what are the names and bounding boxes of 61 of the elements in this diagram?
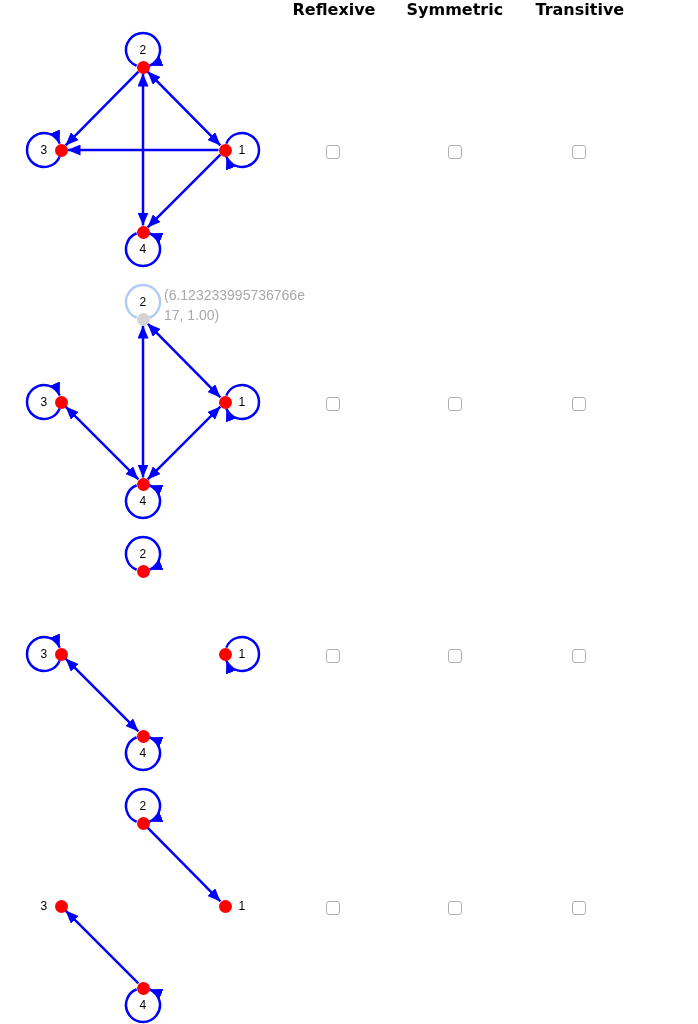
arrow xyxy=(146,826,222,903)
loop-arrow xyxy=(225,131,261,171)
vertex-label: 1 xyxy=(238,395,246,409)
vertex-dot xyxy=(218,143,232,157)
vertex-label: 4 xyxy=(139,746,147,760)
column-header: Symmetric xyxy=(406,0,504,19)
double-arrow xyxy=(64,657,140,733)
loop-arrow xyxy=(25,129,61,169)
loop xyxy=(124,283,162,319)
double-arrow xyxy=(137,325,149,478)
vertex-dot xyxy=(136,312,150,326)
loop-arrow xyxy=(124,232,164,268)
loop-arrow xyxy=(225,635,261,675)
vertex-dot xyxy=(136,225,150,239)
vertex-dot xyxy=(54,395,68,409)
vertex-label: 2 xyxy=(139,43,147,57)
vertex-label: 2 xyxy=(139,295,147,309)
vertex-dot xyxy=(54,647,68,661)
double-arrow xyxy=(146,70,222,147)
double-arrow xyxy=(146,405,222,481)
vertex-dot xyxy=(218,647,232,661)
double-arrow xyxy=(146,322,222,399)
coordinate-text: (6.123233995736766e 17, 1.00) xyxy=(164,286,306,325)
loop-arrow xyxy=(124,787,164,823)
vertex-label: 1 xyxy=(238,899,246,913)
vertex-label: 1 xyxy=(238,143,246,157)
vertex-dot xyxy=(54,899,68,913)
arrow xyxy=(146,153,222,229)
vertex-label: 3 xyxy=(40,395,48,409)
loop-arrow xyxy=(124,484,164,520)
vertex-label: 4 xyxy=(139,998,147,1012)
loop-arrow xyxy=(124,31,164,67)
vertex-label: 4 xyxy=(139,242,147,256)
vertex-dot xyxy=(136,816,150,830)
loop-arrow xyxy=(25,633,61,673)
vertex-label: 3 xyxy=(40,143,48,157)
arrow xyxy=(67,144,219,156)
loop-arrow xyxy=(124,736,164,772)
vertex-dot xyxy=(136,729,150,743)
loop-arrow xyxy=(124,988,164,1024)
arrow xyxy=(64,70,140,147)
vertex-dot xyxy=(136,981,150,995)
column-header: Reflexive xyxy=(292,0,376,19)
vertex-dot xyxy=(136,60,150,74)
double-arrow xyxy=(64,405,140,481)
vertex-label: 1 xyxy=(238,647,246,661)
vertex-dot xyxy=(218,395,232,409)
loop-arrow xyxy=(124,535,164,571)
column-header: Transitive xyxy=(535,0,625,19)
loop-arrow xyxy=(25,381,61,421)
vertex-label: 4 xyxy=(139,494,147,508)
vertex-dot xyxy=(218,899,232,913)
vertex-label: 3 xyxy=(40,899,48,913)
arrow xyxy=(64,909,140,985)
vertex-label: 2 xyxy=(139,547,147,561)
loop-arrow xyxy=(225,383,261,423)
vertex-label: 3 xyxy=(40,647,48,661)
vertex-label: 2 xyxy=(139,799,147,813)
vertex-dot xyxy=(54,143,68,157)
double-arrow xyxy=(137,73,149,226)
vertex-dot xyxy=(136,564,150,578)
